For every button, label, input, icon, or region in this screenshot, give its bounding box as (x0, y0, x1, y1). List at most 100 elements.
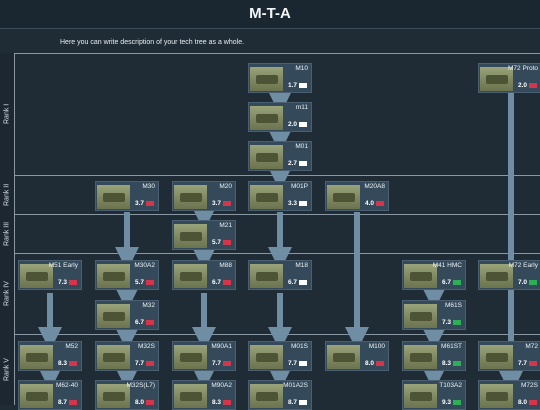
vehicle-name: M88 (219, 262, 232, 269)
header-bar: M-T-A (0, 0, 540, 29)
vehicle-thumbnail (250, 384, 283, 408)
battle-rating: 5.7 (211, 239, 221, 246)
vehicle-thumbnail (97, 304, 130, 328)
battle-rating: 7.7 (211, 360, 221, 367)
nation-flag-icon (223, 201, 231, 206)
vehicle-thumbnail (404, 304, 437, 328)
vehicle-thumbnail (20, 345, 53, 369)
vehicle-card-m72[interactable]: M72 7.7 (478, 341, 540, 371)
battle-rating: 6.7 (211, 279, 221, 286)
vehicle-card-m01a2s[interactable]: M01A2S 8.7 (248, 380, 312, 410)
vehicle-card-m90a1[interactable]: M90A1 7.7 (172, 341, 236, 371)
vehicle-card-m01p[interactable]: M01P 3.3 (248, 181, 312, 211)
nation-flag-icon (69, 361, 77, 366)
battle-rating: 2.0 (517, 82, 527, 89)
vehicle-card-m01[interactable]: M01 2.7 (248, 141, 312, 171)
battle-rating: 8.0 (517, 399, 527, 406)
battle-rating: 8.0 (134, 399, 144, 406)
vehicle-name: M18 (295, 262, 308, 269)
vehicle-card-m32s-l7[interactable]: M32S(L7) 8.0 (95, 380, 159, 410)
vehicle-card-m72s[interactable]: M72S 8.0 (478, 380, 540, 410)
nation-flag-icon (453, 400, 461, 405)
battle-rating: 8.3 (441, 360, 451, 367)
vehicle-name: M30 (142, 183, 155, 190)
nation-flag-icon (223, 361, 231, 366)
nation-flag-icon (146, 361, 154, 366)
vehicle-card-m18[interactable]: M18 6.7 (248, 260, 312, 290)
battle-rating: 8.3 (211, 399, 221, 406)
vehicle-thumbnail (480, 264, 513, 288)
vehicle-name: M72 Early (508, 262, 538, 269)
vehicle-name: M01 (295, 143, 308, 150)
nation-flag-icon (376, 361, 384, 366)
vehicle-thumbnail (97, 384, 130, 408)
vehicle-name: M100 (368, 343, 385, 350)
battle-rating: 7.0 (517, 279, 527, 286)
vehicle-card-m11[interactable]: m11 2.0 (248, 102, 312, 132)
vehicle-name: M72 Proto (508, 65, 538, 72)
vehicle-card-m01s[interactable]: M01S 7.7 (248, 341, 312, 371)
nation-flag-icon (529, 400, 537, 405)
battle-rating: 7.7 (134, 360, 144, 367)
vehicle-thumbnail (97, 264, 130, 288)
vehicle-name: M01A2S (283, 382, 308, 389)
vehicle-thumbnail (174, 345, 207, 369)
battle-rating: 7.7 (287, 360, 297, 367)
vehicle-name: M32 (142, 302, 155, 309)
vehicle-card-m52[interactable]: M52 8.3 (18, 341, 82, 371)
nation-flag-icon (453, 280, 461, 285)
vehicle-name: M62-40 (55, 382, 78, 389)
vehicle-thumbnail (327, 185, 360, 209)
vehicle-card-m100[interactable]: M100 8.0 (325, 341, 389, 371)
vehicle-card-m32s[interactable]: M32S 7.7 (95, 341, 159, 371)
tree-description: Here you can write description of your t… (60, 39, 245, 46)
vehicle-card-m72-early[interactable]: M72 Early 7.0 (478, 260, 540, 290)
vehicle-thumbnail (20, 264, 53, 288)
page-title: M-T-A (249, 5, 291, 22)
vehicle-name: M21 (219, 222, 232, 229)
vehicle-card-m72-proto[interactable]: M72 Proto 2.0 (478, 63, 540, 93)
rank-sidebar (0, 53, 15, 405)
nation-flag-icon (146, 280, 154, 285)
vehicle-card-m51-early[interactable]: M51 Early 7.3 (18, 260, 82, 290)
vehicle-card-m21[interactable]: M21 5.7 (172, 220, 236, 250)
battle-rating: 2.7 (287, 160, 297, 167)
battle-rating: 3.3 (287, 200, 297, 207)
nation-flag-icon (453, 361, 461, 366)
nation-flag-icon (146, 201, 154, 206)
vehicle-card-m41-hmc[interactable]: M41 HMC 6.7 (402, 260, 466, 290)
vehicle-card-m20[interactable]: M20 3.7 (172, 181, 236, 211)
vehicle-name: M72S (521, 382, 538, 389)
vehicle-card-m30a2[interactable]: M30A2 5.7 (95, 260, 159, 290)
research-arrows (38, 91, 523, 395)
vehicle-card-m30[interactable]: M30 3.7 (95, 181, 159, 211)
nation-flag-icon (223, 400, 231, 405)
nation-flag-icon (299, 400, 307, 405)
vehicle-card-m62-40[interactable]: M62-40 8.7 (18, 380, 82, 410)
vehicle-name: M52 (65, 343, 78, 350)
battle-rating: 7.3 (57, 279, 67, 286)
vehicle-thumbnail (174, 185, 207, 209)
vehicle-card-m61s[interactable]: M61S 7.3 (402, 300, 466, 330)
vehicle-name: M90A2 (211, 382, 232, 389)
vehicle-thumbnail (404, 264, 437, 288)
vehicle-card-m90a2[interactable]: M90A2 8.3 (172, 380, 236, 410)
battle-rating: 8.3 (57, 360, 67, 367)
vehicle-thumbnail (250, 67, 283, 91)
vehicle-thumbnail (250, 145, 283, 169)
vehicle-name: M10 (295, 65, 308, 72)
vehicle-card-m10[interactable]: M10 1.7 (248, 63, 312, 93)
vehicle-thumbnail (174, 224, 207, 248)
battle-rating: 9.3 (441, 399, 451, 406)
vehicle-name: M51 Early (48, 262, 78, 269)
vehicle-name: M20A8 (364, 183, 385, 190)
nation-flag-icon (223, 280, 231, 285)
battle-rating: 3.7 (134, 200, 144, 207)
battle-rating: 8.7 (287, 399, 297, 406)
vehicle-card-t103a2[interactable]: T103A2 9.3 (402, 380, 466, 410)
vehicle-thumbnail (97, 345, 130, 369)
vehicle-card-m88[interactable]: M88 6.7 (172, 260, 236, 290)
vehicle-card-m32[interactable]: M32 6.7 (95, 300, 159, 330)
vehicle-card-m61st[interactable]: M61ST 8.3 (402, 341, 466, 371)
vehicle-card-m20a8[interactable]: M20A8 4.0 (325, 181, 389, 211)
